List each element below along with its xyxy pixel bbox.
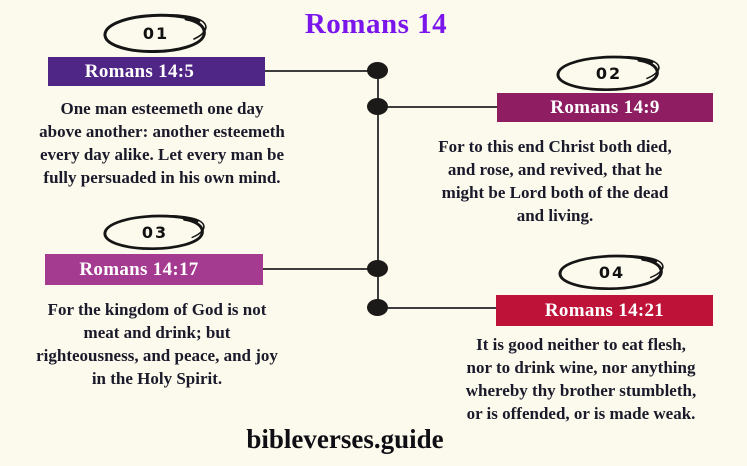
verse-text-1: One man esteemeth one day above another:… [39,99,285,187]
verse-reference-banner-2: Romans 14:9 [497,93,713,122]
verse-reference: Romans 14:17 [79,258,199,280]
connector-line-4 [378,307,497,309]
connector-line-2 [378,106,497,108]
step-number: 02 [595,63,623,83]
timeline-vertical-line [377,70,379,309]
timeline-node-dot-3 [367,260,388,277]
connector-line-3 [262,268,378,270]
verse-text-4: It is good neither to eat flesh, nor to … [465,335,697,423]
site-name: bibleverses.guide [246,424,444,454]
step-number: 03 [141,222,169,242]
timeline-node-dot-1 [367,62,388,79]
step-number-badge-1: 01 [102,13,208,53]
step-number: 04 [598,262,626,282]
hand-drawn-ellipse-icon [103,214,205,250]
verse-reference: Romans 14:5 [84,60,195,82]
step-number-badge-2: 02 [555,55,661,91]
verse-reference: Romans 14:9 [550,96,660,118]
timeline-node-dot-2 [367,98,388,115]
hand-drawn-ellipse-icon [558,254,664,290]
timeline-node-dot-4 [367,299,388,316]
verse-reference-banner-1: Romans 14:5 [48,57,265,86]
page-title: Romans 14 [304,8,448,40]
verse-text-2: For to this end Christ both died, and ro… [438,137,672,225]
step-number-badge-3: 03 [102,214,206,250]
verse-reference-banner-3: Romans 14:17 [45,254,263,285]
step-number: 01 [142,23,170,43]
verse-reference: Romans 14:21 [544,299,665,321]
step-number-badge-4: 04 [557,254,665,290]
connector-line-1 [264,70,378,72]
hand-drawn-ellipse-icon [556,55,660,91]
verse-text-3: For the kingdom of God is not meat and d… [36,300,278,388]
hand-drawn-ellipse-icon [103,13,207,53]
verse-reference-banner-4: Romans 14:21 [496,295,713,326]
